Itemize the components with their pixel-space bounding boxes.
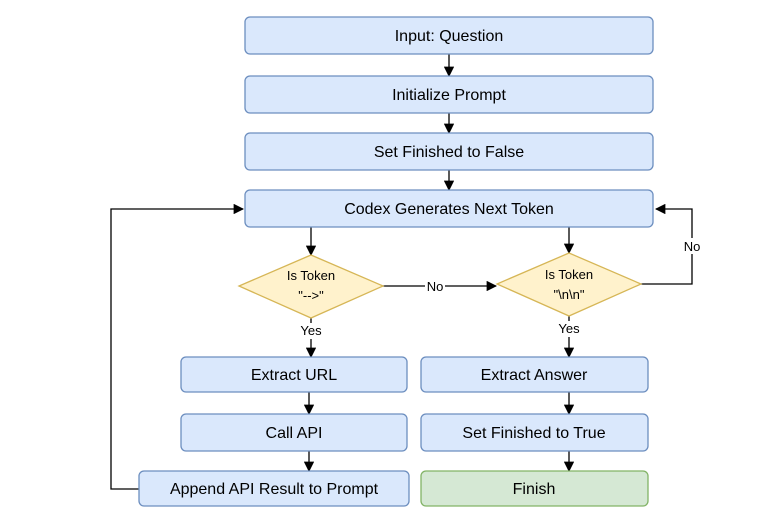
- node-codex-generates-label: Codex Generates Next Token: [344, 201, 554, 218]
- node-initialize-prompt: Initialize Prompt: [244, 75, 654, 114]
- node-extract-url-label: Extract URL: [251, 367, 337, 384]
- decision-is-token-api-line1: Is Token: [287, 268, 335, 283]
- node-input-question-label: Input: Question: [395, 28, 504, 45]
- edge-labels: No No Yes Yes: [297, 238, 702, 339]
- node-finish-label: Finish: [513, 481, 556, 498]
- node-set-finished-true: Set Finished to True: [420, 413, 649, 452]
- node-set-finished-true-label: Set Finished to True: [462, 425, 605, 442]
- node-set-finished-false-label: Set Finished to False: [374, 144, 524, 161]
- edge-append-loop-to-generate: [110, 203, 245, 490]
- node-input-question: Input: Question: [244, 16, 654, 55]
- node-initialize-prompt-label: Initialize Prompt: [392, 87, 506, 104]
- node-call-api: Call API: [180, 413, 408, 452]
- node-set-finished-false: Set Finished to False: [244, 132, 654, 171]
- node-append-api-result-label: Append API Result to Prompt: [170, 481, 379, 498]
- node-extract-answer-label: Extract Answer: [481, 367, 588, 384]
- node-call-api-label: Call API: [266, 425, 323, 442]
- node-extract-answer: Extract Answer: [420, 356, 649, 393]
- edge-label-yes-left: Yes: [300, 323, 322, 338]
- decision-is-token-newline: Is Token "\n\n": [495, 252, 643, 317]
- node-finish: Finish: [420, 470, 649, 507]
- node-codex-generates: Codex Generates Next Token: [244, 189, 654, 228]
- node-extract-url: Extract URL: [180, 356, 408, 393]
- decision-is-token-newline-line1: Is Token: [545, 267, 593, 282]
- decision-is-token-api: Is Token "-->": [237, 254, 385, 319]
- edge-label-yes-right: Yes: [558, 321, 580, 336]
- edge-label-no-right: No: [684, 239, 701, 254]
- node-append-api-result: Append API Result to Prompt: [138, 470, 410, 507]
- decision-is-token-newline-line2: "\n\n": [554, 287, 585, 302]
- decision-is-token-api-line2: "-->": [298, 288, 324, 303]
- edge-label-no-middle: No: [427, 279, 444, 294]
